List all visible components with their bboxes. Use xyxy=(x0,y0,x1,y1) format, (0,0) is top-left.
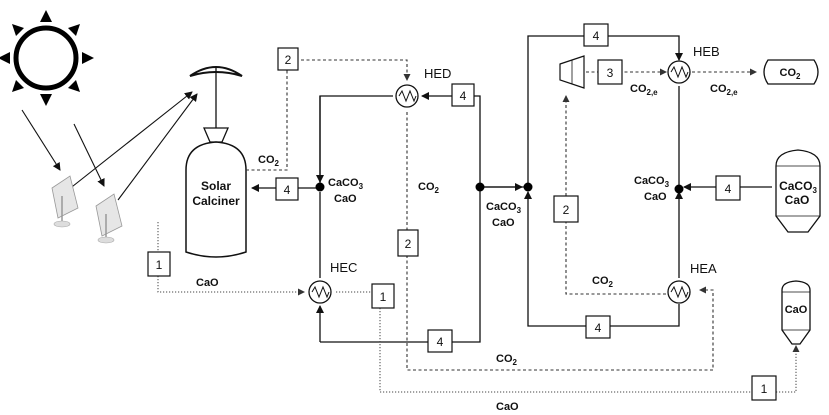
caco3-label-right-mix: CaCO3 xyxy=(634,175,670,189)
cao-label-left-mix: CaO xyxy=(334,193,357,205)
svg-text:CaCO3: CaCO3 xyxy=(779,179,817,195)
hec-label: HEC xyxy=(330,260,357,275)
co2-label-hea: CO2 xyxy=(592,275,614,289)
stream-box-2: 2 xyxy=(405,237,412,251)
co2-tank-label: CO xyxy=(780,67,797,79)
compressor-icon xyxy=(559,55,585,89)
stream-box-2: 2 xyxy=(285,53,292,67)
stream-number-boxes: 2 4 4 2 1 1 4 4 3 2 4 4 1 xyxy=(147,23,777,401)
co2e-label-tank: CO2,e xyxy=(710,83,738,97)
caco3-silo-cao-label: CaO xyxy=(785,193,810,207)
heliostat-mirror-icon xyxy=(95,193,123,244)
co2-storage-tank: CO2 xyxy=(763,59,819,85)
caco3-label-left-mix: CaCO3 xyxy=(328,177,364,191)
caco3-cao-silo: CaCO3 CaO xyxy=(775,149,821,233)
stream-box-4: 4 xyxy=(460,89,467,103)
stream-box-4: 4 xyxy=(593,29,600,43)
co2-label-bottom: CO2 xyxy=(496,353,518,367)
cao-label-center: CaO xyxy=(492,217,515,229)
heat-exchanger-hed-icon xyxy=(395,84,419,108)
stream-box-1: 1 xyxy=(761,382,768,396)
co2-label-calciner: CO2 xyxy=(258,154,280,168)
heb-label: HEB xyxy=(693,44,720,59)
sun-icon xyxy=(0,10,94,106)
hea-label: HEA xyxy=(690,261,717,276)
caco3-silo-label: CaCO xyxy=(779,179,812,193)
stream-box-1: 1 xyxy=(380,290,387,304)
solar-calciner: Solar Calciner xyxy=(185,127,247,258)
stream-box-4: 4 xyxy=(595,321,602,335)
cao-silo-label: CaO xyxy=(785,304,808,316)
stream-box-4: 4 xyxy=(284,183,291,197)
stream-box-3: 3 xyxy=(607,66,614,80)
solar-receiver-dish-icon xyxy=(189,66,243,128)
solar-calciner-label-line1: Solar xyxy=(201,179,231,193)
stream-box-4: 4 xyxy=(725,182,732,196)
heat-exchanger-hec-icon xyxy=(308,280,332,304)
co2-label-hed-down: CO2 xyxy=(418,181,440,195)
cao-silo: CaO xyxy=(781,280,811,345)
cao-label-bottom: CaO xyxy=(496,401,519,413)
stream-box-1: 1 xyxy=(156,258,163,272)
cao-label-calciner-out: CaO xyxy=(196,277,219,289)
stream-box-4: 4 xyxy=(437,335,444,349)
heliostat-mirror-icon xyxy=(51,175,79,228)
svg-text:CO2: CO2 xyxy=(780,67,802,81)
solar-calciner-label-line2: Calciner xyxy=(192,194,240,208)
sun-rays xyxy=(21,91,198,201)
heat-exchanger-hea-icon xyxy=(667,280,691,304)
stream-box-2: 2 xyxy=(563,203,570,217)
heat-exchanger-heb-icon xyxy=(667,60,691,84)
left-loop-lines xyxy=(157,59,800,393)
caco3-label-center: CaCO3 xyxy=(486,201,522,215)
co2e-label-compressor: CO2,e xyxy=(630,83,658,97)
mixing-points xyxy=(315,182,684,194)
cao-label-right-mix: CaO xyxy=(644,191,667,203)
hed-label: HED xyxy=(424,66,451,81)
